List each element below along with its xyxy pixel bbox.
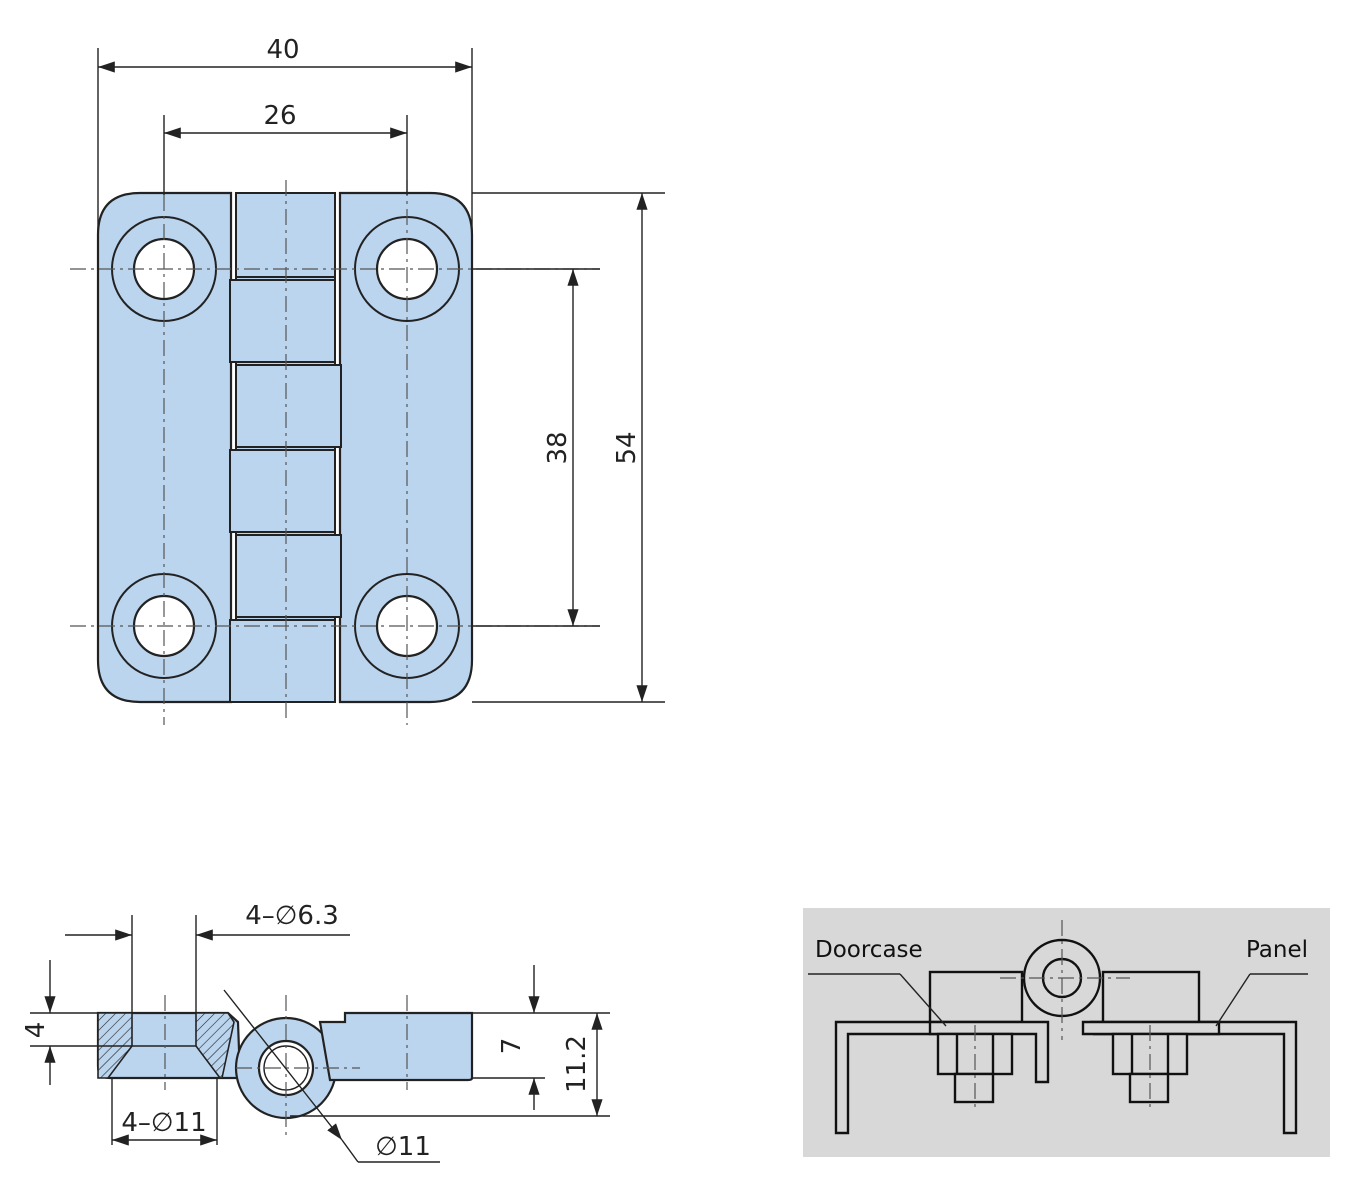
- hinge-front-view: 40 26 38 54: [70, 35, 665, 725]
- bolt-nut-left: [936, 1025, 1014, 1110]
- dim-leaf-thickness: 4: [21, 1022, 51, 1039]
- panel-frame: [1090, 1020, 1298, 1135]
- hinge-left-block: [928, 970, 1024, 1024]
- dim-total-height: 11.2: [562, 1035, 592, 1093]
- dim-knuckle-height: 7: [497, 1038, 527, 1055]
- dim-counterbore-diameter: 4–∅11: [121, 1108, 206, 1138]
- knuckle-6: [229, 619, 336, 703]
- dim-hole-spacing-horizontal: 26: [263, 101, 296, 131]
- bolt-nut-right: [1111, 1025, 1189, 1110]
- dim-hole-spacing-vertical: 38: [543, 431, 573, 464]
- doorcase-frame: [834, 1020, 942, 1135]
- knuckle-4: [229, 449, 336, 533]
- hinge-right-block: [1101, 970, 1201, 1024]
- dim-knuckle-diameter: ∅11: [375, 1132, 431, 1162]
- label-panel: Panel: [1246, 937, 1308, 963]
- hinge-right-leaf: [1081, 1020, 1221, 1036]
- side-right-leaf: [318, 1011, 474, 1082]
- dim-overall-width: 40: [266, 35, 299, 65]
- left-leaf: [96, 191, 233, 704]
- knuckle-2: [229, 279, 336, 363]
- dim-overall-height: 54: [612, 431, 642, 464]
- label-doorcase: Doorcase: [815, 937, 923, 963]
- dim-hole-diameter: 4–∅6.3: [245, 901, 339, 931]
- knuckle-3: [235, 364, 342, 448]
- knuckle-1: [235, 192, 336, 278]
- knuckle-5: [235, 534, 342, 618]
- hinge-side-view: 4–∅6.3 4–∅11 4 7 11.2 ∅11: [21, 901, 610, 1163]
- right-leaf: [338, 191, 474, 704]
- installation-diagram: Doorcase Panel: [803, 908, 1330, 1157]
